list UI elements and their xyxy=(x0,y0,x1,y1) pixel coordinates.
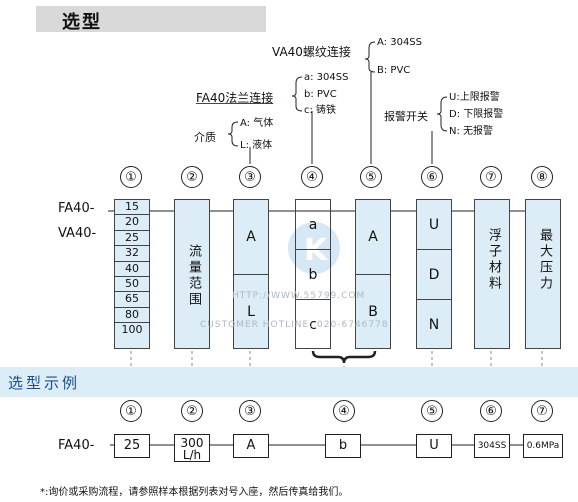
medium-label: 介质 xyxy=(194,131,216,144)
svg-text:K: K xyxy=(304,233,329,268)
flange-cell-b: b xyxy=(308,266,318,283)
medium-cell-l: L xyxy=(247,304,255,320)
size-cell: 80 xyxy=(115,308,149,324)
row-label-va40: VA40- xyxy=(58,226,97,241)
page-title: 选型 xyxy=(62,12,102,33)
example-flow-unit: L/h xyxy=(182,448,202,462)
example-float-box: 304SS xyxy=(474,434,510,458)
example-alarm-box: U xyxy=(416,434,452,458)
va40-option-a: A: 304SS xyxy=(377,37,422,48)
example-row-label: FA40- xyxy=(58,438,95,453)
row-label-fa40: FA40- xyxy=(58,201,95,216)
circle-number-5: ⑤ xyxy=(360,166,382,188)
example-band xyxy=(0,367,578,397)
column-flow-range: 流量范围 xyxy=(174,199,210,349)
size-cell: 32 xyxy=(115,246,149,262)
circle-number-3: ③ xyxy=(239,166,261,188)
size-cell: 25 xyxy=(115,231,149,247)
max-pressure-text: 最大压力 xyxy=(537,228,552,292)
size-cell: 50 xyxy=(115,277,149,293)
circle-number-2: ② xyxy=(181,166,203,188)
example-circle-5: ⑤ xyxy=(421,400,443,422)
flange-cell-c: c xyxy=(309,316,317,333)
example-circle-1: ① xyxy=(120,400,142,422)
example-medium-box: A xyxy=(233,434,269,458)
medium-cell-a: A xyxy=(246,229,256,245)
float-material-text: 浮子材料 xyxy=(486,228,501,292)
circle-number-8: ⑧ xyxy=(531,166,553,188)
example-flow-value: 300 xyxy=(180,436,204,450)
watermark-logo xyxy=(288,222,340,274)
example-circle-7: ⑦ xyxy=(531,400,553,422)
va40-option-b: B: PVC xyxy=(377,65,411,76)
column-medium: A L xyxy=(233,199,269,349)
column-float-material: 浮子材料 xyxy=(474,199,510,349)
flange-cell-a: a xyxy=(308,216,318,233)
alarm-option-n: N: 无报警 xyxy=(449,126,494,137)
alarm-option-d: D: 下限报警 xyxy=(449,109,504,120)
medium-option-a: A: 气体 xyxy=(240,118,274,129)
circle-number-1: ① xyxy=(120,166,142,188)
example-circle-2: ② xyxy=(181,400,203,422)
example-pressure-box: 0.6MPa xyxy=(523,434,563,458)
size-cell: 15 xyxy=(115,200,149,216)
column-size: 15 20 25 32 40 50 65 80 100 xyxy=(114,199,150,349)
alarm-cell-d: D xyxy=(428,266,440,283)
column-alarm: U D N xyxy=(416,199,452,349)
fa40-option-c: c: 铸铁 xyxy=(304,105,337,116)
column-thread-material: A B xyxy=(355,199,391,349)
alarm-label: 报警开关 xyxy=(384,110,428,123)
alarm-cell-u: U xyxy=(428,216,440,233)
example-circle-3: ③ xyxy=(239,400,261,422)
thread-cell-a: A xyxy=(368,229,378,245)
watermark-url: HTTP://WWW.55799.COM xyxy=(232,291,366,301)
example-flow-box: 300 L/h xyxy=(174,434,210,462)
title-bar xyxy=(36,6,266,32)
circle-number-7: ⑦ xyxy=(480,166,502,188)
thread-cell-b: B xyxy=(368,304,378,320)
fa40-label: FA40法兰连接 xyxy=(196,91,274,105)
medium-option-l: L: 液体 xyxy=(240,140,273,151)
example-label: 选型示例 xyxy=(8,374,81,392)
flow-range-text: 流量范围 xyxy=(186,244,201,308)
size-cell: 100 xyxy=(121,323,143,337)
alarm-option-u: U:上限报警 xyxy=(449,92,500,103)
watermark-hotline: CUSTOMER HOTLINE: 020-6746778 xyxy=(200,320,389,330)
example-material-box: b xyxy=(325,434,361,458)
va40-label: VA40螺纹连接 xyxy=(272,45,351,59)
column-max-pressure: 最大压力 xyxy=(525,199,561,349)
fa40-option-b: b: PVC xyxy=(304,89,337,100)
alarm-cell-n: N xyxy=(428,316,440,333)
example-size-box: 25 xyxy=(114,434,150,458)
column-flange-material: a b c xyxy=(295,199,331,349)
fa40-option-a: a: 304SS xyxy=(304,72,349,83)
size-cell: 20 xyxy=(115,215,149,231)
size-cell: 65 xyxy=(115,292,149,308)
footnote: *:询价或采购流程，请参照样本根据列表对号入座，然后传真给我们。 xyxy=(40,487,349,498)
circle-number-4: ④ xyxy=(301,166,323,188)
example-circle-6: ⑥ xyxy=(480,400,502,422)
size-cell: 40 xyxy=(115,262,149,277)
circle-number-6: ⑥ xyxy=(421,166,443,188)
example-circle-4: ④ xyxy=(333,400,355,422)
